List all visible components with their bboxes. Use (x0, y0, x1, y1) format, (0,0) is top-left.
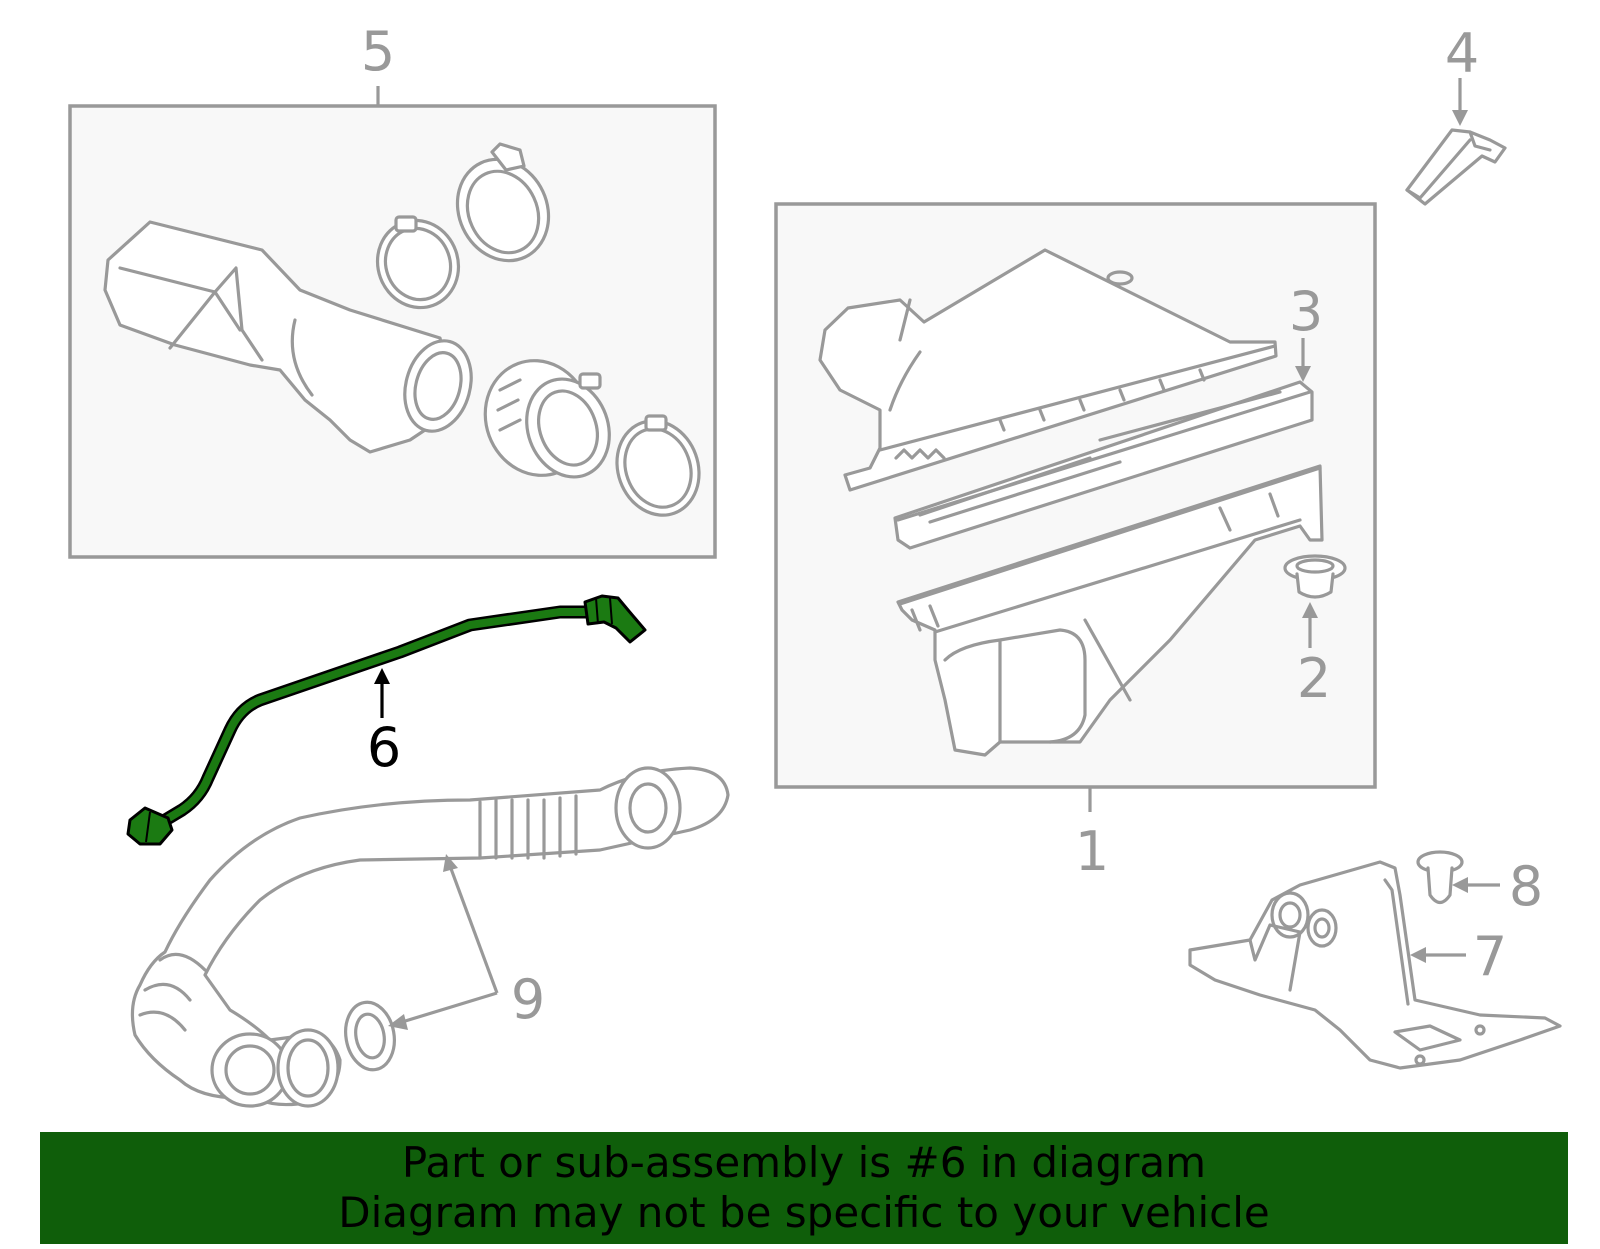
callout-9: 9 (511, 968, 545, 1031)
assembly-box-1 (774, 202, 1377, 789)
callout-5: 5 (361, 20, 395, 83)
arrow-4 (1452, 110, 1468, 126)
part-6-vent-hose (126, 594, 647, 846)
arrow-7 (1410, 947, 1426, 963)
leader-9b (401, 991, 498, 1024)
callout-7: 7 (1473, 925, 1507, 988)
assembly-box-5 (68, 104, 717, 559)
info-banner: Part or sub-assembly is #6 in diagram Di… (40, 1132, 1568, 1244)
part-7-bracket (1188, 860, 1562, 1070)
part-8-push-pin (1416, 850, 1464, 905)
arrow-8 (1452, 877, 1468, 893)
callout-3: 3 (1289, 280, 1323, 343)
leader-9a (448, 865, 499, 994)
callout-2: 2 (1297, 647, 1331, 710)
callout-1: 1 (1075, 820, 1109, 883)
callout-6: 6 (367, 716, 401, 779)
banner-line-1: Part or sub-assembly is #6 in diagram (401, 1138, 1207, 1187)
callout-8: 8 (1509, 855, 1543, 918)
callout-4: 4 (1445, 22, 1479, 85)
arrow-3 (1295, 366, 1311, 382)
arrow-9a (443, 854, 458, 872)
arrow-6 (374, 668, 390, 684)
arrow-9b (388, 1014, 408, 1030)
part-4-sensor (1405, 128, 1507, 206)
arrow-2 (1302, 602, 1318, 618)
part-9-outlet-duct (130, 766, 730, 1108)
banner-line-2: Diagram may not be specific to your vehi… (338, 1188, 1270, 1237)
